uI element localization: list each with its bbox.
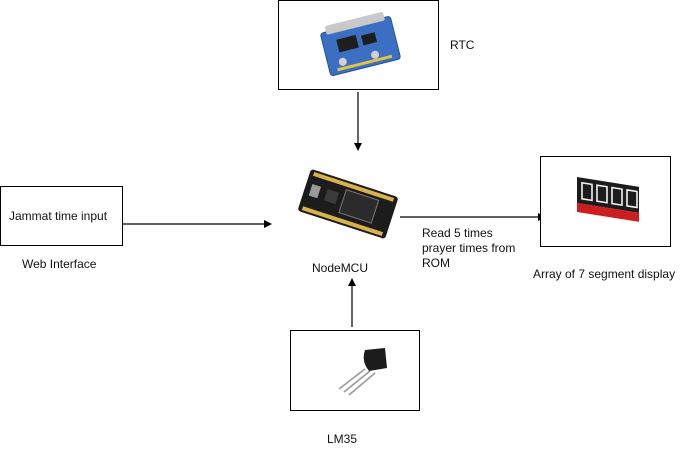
web-input-text: Jammat time input bbox=[9, 209, 108, 223]
edge-label-line-1: Read 5 times bbox=[422, 226, 493, 240]
nodemcu-board-image bbox=[298, 169, 398, 239]
lm35-label: LM35 bbox=[327, 432, 358, 446]
display-box bbox=[540, 156, 671, 247]
web-interface-caption: Web Interface bbox=[22, 257, 97, 271]
lm35-box bbox=[290, 330, 420, 411]
nodemcu-label: NodeMCU bbox=[312, 261, 369, 275]
rtc-module-image bbox=[320, 12, 401, 76]
edge-label-line-3: ROM bbox=[422, 256, 450, 270]
web-input-box: Jammat time input bbox=[0, 186, 123, 246]
rtc-box bbox=[278, 0, 439, 90]
lm35-sensor-image bbox=[338, 348, 387, 396]
seven-segment-display-image bbox=[577, 177, 639, 222]
edge-label-line-2: prayer times from bbox=[422, 241, 516, 255]
rtc-label: RTC bbox=[450, 38, 475, 52]
display-caption: Array of 7 segment display bbox=[533, 267, 676, 281]
